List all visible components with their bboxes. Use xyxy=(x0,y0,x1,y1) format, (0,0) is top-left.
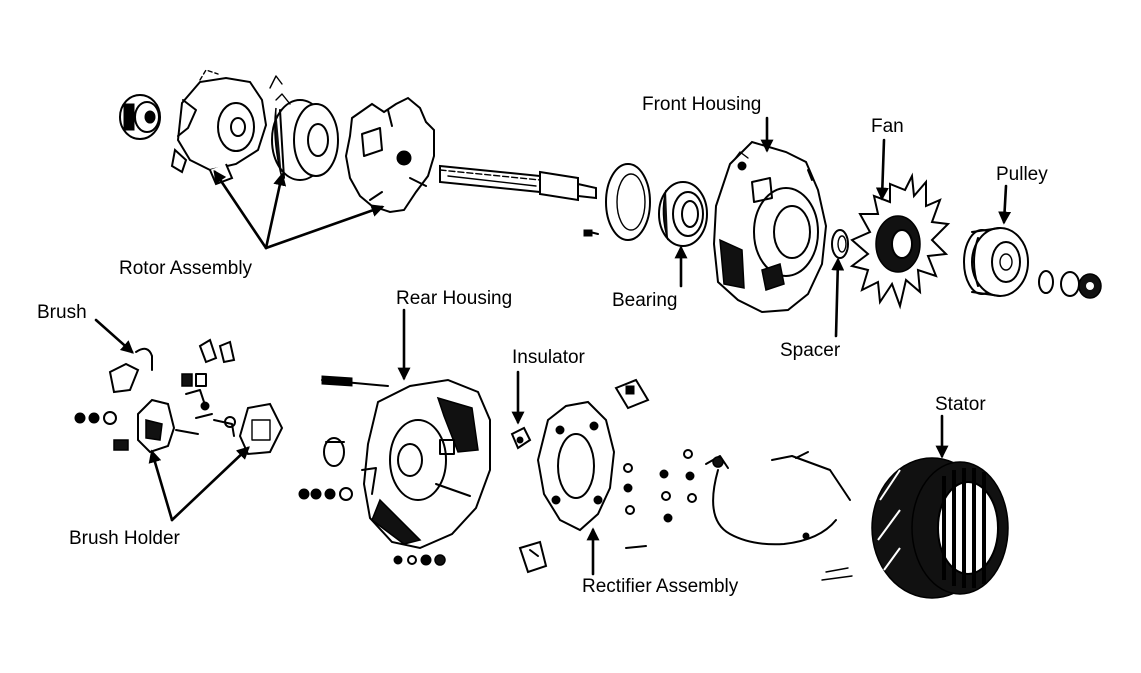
stator-part xyxy=(821,457,1009,599)
brush-holder-part xyxy=(74,398,284,456)
rotor-shaft xyxy=(439,164,597,202)
rear-housing-label: Rear Housing xyxy=(396,288,512,309)
insulator-label: Insulator xyxy=(512,347,586,368)
rear-housing-part xyxy=(298,375,491,566)
rotor-assembly-arrows xyxy=(213,169,385,250)
brush-part xyxy=(108,338,236,419)
label-arrows xyxy=(94,116,1012,576)
front-housing-label: Front Housing xyxy=(642,94,761,115)
stator-label: Stator xyxy=(935,394,986,415)
bearing-label: Bearing xyxy=(612,290,678,311)
bearing-part xyxy=(658,181,708,247)
rotor-assembly-label: Rotor Assembly xyxy=(119,258,253,279)
fan-label: Fan xyxy=(871,116,904,137)
rectifier-assembly-part xyxy=(518,378,851,574)
slip-ring xyxy=(119,94,161,140)
spacer-part xyxy=(831,229,849,259)
spacer-label: Spacer xyxy=(780,340,841,361)
pulley-label: Pulley xyxy=(996,164,1048,185)
pulley-nut-washer xyxy=(1038,270,1102,299)
field-coil xyxy=(271,93,339,181)
rotor-assembly-part xyxy=(119,69,597,214)
brush-label: Brush xyxy=(37,302,87,323)
rear-pole-piece xyxy=(170,69,283,186)
brush-holder-label: Brush Holder xyxy=(69,528,181,549)
front-pole-piece xyxy=(344,96,435,214)
rectifier-assembly-label: Rectifier Assembly xyxy=(582,576,739,597)
brush-holder-arrows xyxy=(148,446,250,522)
fan-part xyxy=(849,172,951,310)
pulley-part xyxy=(963,227,1029,297)
insulator-part xyxy=(510,426,532,450)
bearing-retainer-part xyxy=(583,163,651,241)
front-housing-part xyxy=(712,140,828,314)
